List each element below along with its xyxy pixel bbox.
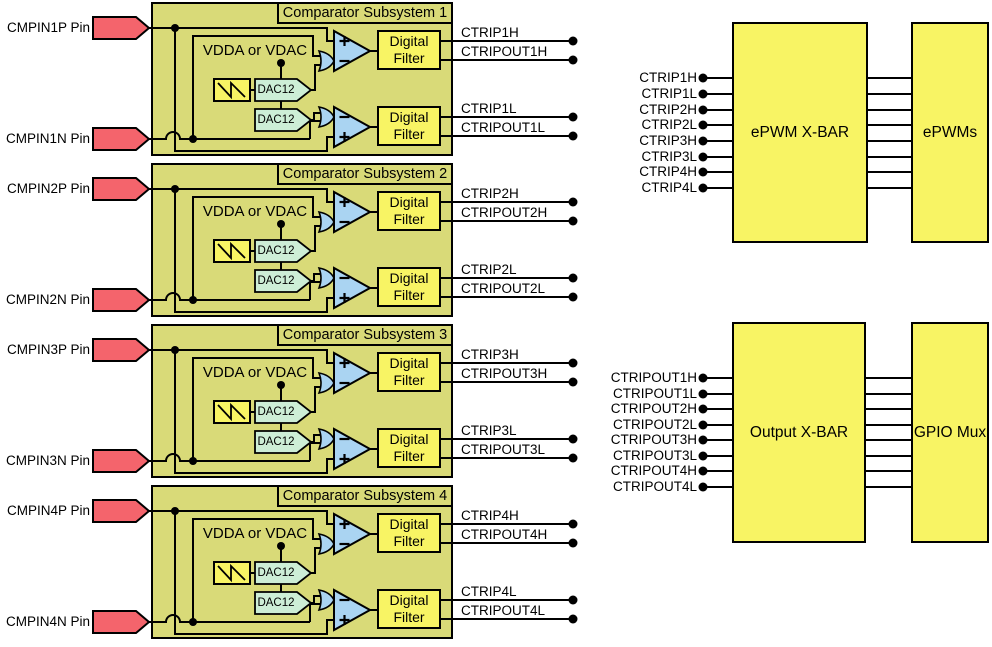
input-dot <box>698 105 708 115</box>
input-dot <box>698 73 708 83</box>
output-xbar-to-gpio-wires <box>865 377 912 488</box>
input-dot <box>698 482 708 492</box>
epwm-xbar-section-graphics <box>698 22 989 243</box>
output-xbar-input-wires <box>703 377 733 488</box>
input-dot <box>698 136 708 146</box>
input-dot <box>698 152 708 162</box>
input-dot <box>698 167 708 177</box>
input-dot <box>698 420 708 430</box>
comparator-subsystem-3-graphics <box>91 323 579 479</box>
comparator-subsystem-2-graphics <box>91 162 579 318</box>
input-dot <box>698 89 708 99</box>
comparator-subsystem-4-graphics <box>91 484 579 640</box>
input-dot <box>698 451 708 461</box>
epwm-xbar-input-wires <box>703 77 733 189</box>
input-dot <box>698 404 708 414</box>
epwm-xbar-to-epwms-wires <box>867 77 912 189</box>
input-dot <box>698 120 708 130</box>
input-dot <box>698 466 708 476</box>
epwms-box <box>911 22 989 243</box>
input-dot <box>698 373 708 383</box>
output-xbar-box <box>732 322 866 543</box>
input-dot <box>698 435 708 445</box>
input-dot <box>698 183 708 193</box>
output-xbar-section-graphics <box>698 322 989 543</box>
comparator-subsystem-1-graphics <box>91 1 579 157</box>
gpio-mux-box <box>911 322 989 543</box>
input-dot <box>698 389 708 399</box>
epwm-xbar-box <box>732 22 868 243</box>
